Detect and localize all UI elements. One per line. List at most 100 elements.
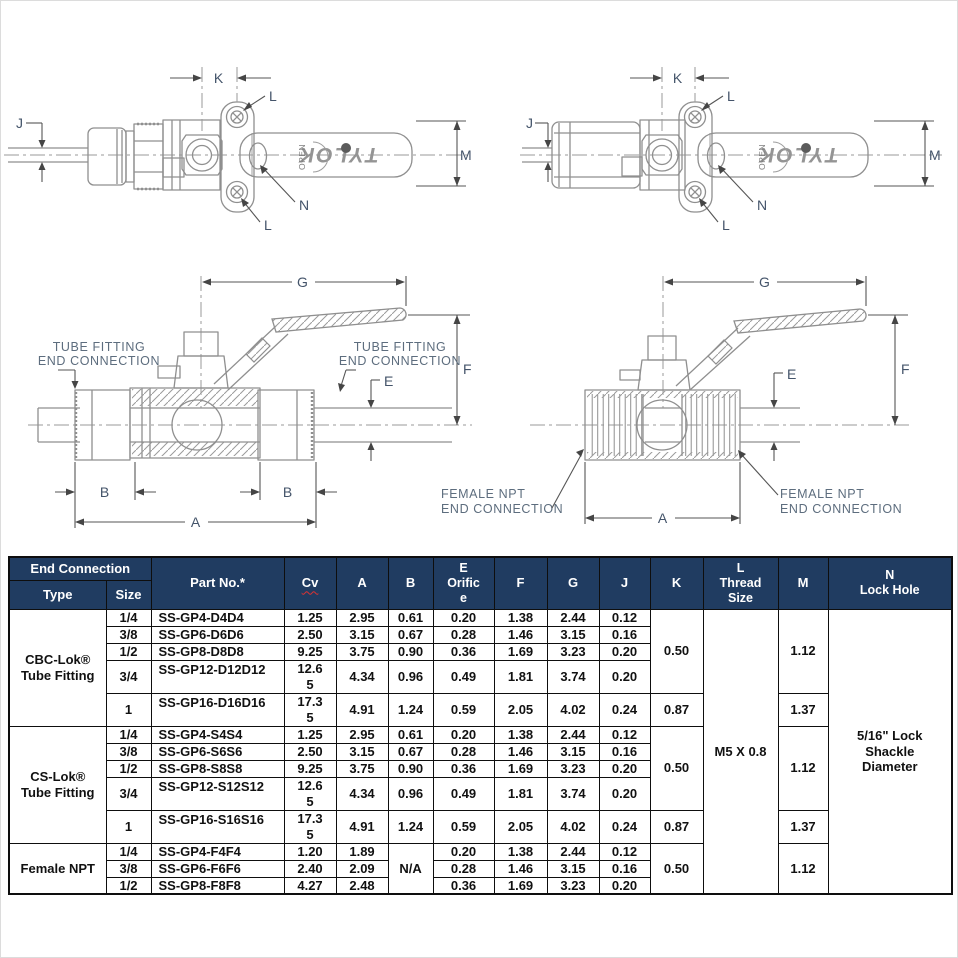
g-cell: 4.02 [546,809,600,844]
handle-top-view: TYLOK OPEN [239,132,413,178]
b-cell: 0.67 [387,625,434,644]
cv-cell: 1.25 [283,725,337,744]
part-cell: SS-GP12-D12D12 [150,659,285,694]
header-part-no: Part No.* [150,556,285,610]
k-cell: 0.50 [649,608,704,694]
f-cell: 1.46 [493,859,548,878]
table-row: 3/8 SS-GP6-S6S6 2.50 3.15 0.67 0.28 1.46… [9,742,952,761]
f-cell: 1.46 [493,742,548,761]
g-cell: 3.15 [546,859,600,878]
g-cell: 3.74 [546,776,600,811]
cv-cell: 2.40 [283,859,337,878]
e-cell: 0.59 [432,692,495,727]
part-cell: SS-GP16-D16D16 [150,692,285,727]
b-cell: 0.61 [387,725,434,744]
b-cell: 0.96 [387,776,434,811]
dimension-F: F [868,314,910,425]
f-cell: 1.38 [493,842,548,861]
a-cell: 4.34 [335,776,389,811]
part-cell: SS-GP6-S6S6 [150,742,285,761]
cv-cell: 17.3 5 [283,692,337,727]
brand-logo-dot [801,143,811,153]
part-cell: SS-GP6-D6D6 [150,625,285,644]
cv-cell: 2.50 [283,625,337,644]
m-cell: 1.37 [777,809,829,844]
dimension-L-top: L [701,88,735,111]
dim-label-k: K [214,70,224,86]
dimension-M: M [416,120,472,187]
dimension-L-bottom: L [241,198,272,233]
size-cell: 1/4 [105,608,152,627]
g-cell: 3.23 [546,759,600,778]
j-cell: 0.16 [598,859,651,878]
g-cell: 3.23 [546,876,600,895]
lock-hole [248,142,268,170]
dimension-A: A [75,514,316,530]
handle-grip [271,307,407,333]
m-cell: 1.12 [777,725,829,811]
dimension-G: G [202,274,407,306]
j-cell: 0.20 [598,776,651,811]
cv-cell: 12.6 5 [283,659,337,694]
valve-body-side-view [37,331,452,461]
a-cell: 3.75 [335,642,389,661]
f-cell: 1.46 [493,625,548,644]
g-cell: 3.74 [546,659,600,694]
a-cell: 2.95 [335,608,389,627]
j-cell: 0.12 [598,725,651,744]
table-row: 3/4 SS-GP12-S12S12 12.6 5 4.34 0.96 0.49… [9,776,952,811]
e-cell: 0.28 [432,859,495,878]
header-cv: Cv [283,556,337,610]
part-cell: SS-GP16-S16S16 [150,809,285,844]
f-cell: 1.38 [493,608,548,627]
j-cell: 0.12 [598,842,651,861]
b-cell: 0.90 [387,759,434,778]
header-g: G [546,556,600,610]
cv-cell: 1.25 [283,608,337,627]
dimension-L-bottom: L [699,198,730,233]
n-lock-cell: 5/16" Lock Shackle Diameter [827,608,953,895]
e-cell: 0.49 [432,659,495,694]
part-cell: SS-GP6-F6F6 [150,859,285,878]
g-cell: 2.44 [546,842,600,861]
b-cell: 1.24 [387,809,434,844]
side-view-tube-fitting-drawing: G F E B B A TUB [28,274,472,530]
j-cell: 0.16 [598,742,651,761]
table-row: CBC-Lok® Tube Fitting 1/4 SS-GP4-D4D4 1.… [8,608,953,895]
dim-label-g: G [297,274,309,290]
header-end-connection: End Connection [8,556,152,581]
dim-label-a: A [658,510,668,526]
svg-text:END CONNECTION: END CONNECTION [441,502,563,516]
header-m: M [777,556,829,610]
dimension-E: E [367,373,394,461]
header-f: F [493,556,548,610]
f-cell: 2.05 [493,692,548,727]
cv-cell: 2.50 [283,742,337,761]
caption-female-npt-right: FEMALE NPT END CONNECTION [738,450,902,516]
e-cell: 0.36 [432,642,495,661]
table-row: 3/4 SS-GP12-D12D12 12.6 5 4.34 0.96 0.49… [9,659,952,694]
brand-logo: TYLOK [297,143,378,166]
dim-label-e: E [384,373,394,389]
dimension-J: J [526,115,552,182]
e-cell: 0.20 [432,608,495,627]
table-row: 3/8 SS-GP6-D6D6 2.50 3.15 0.67 0.28 1.46… [9,625,952,644]
e-cell: 0.20 [432,725,495,744]
svg-text:TUBE FITTING: TUBE FITTING [53,340,146,354]
a-cell: 4.91 [335,809,389,844]
size-cell: 3/8 [105,625,152,644]
header-size: Size [105,579,152,610]
f-cell: 1.69 [493,759,548,778]
open-marking: OPEN [757,144,767,170]
part-cell: SS-GP4-D4D4 [150,608,285,627]
dimension-B-left: B [55,462,156,528]
header-k: K [649,556,704,610]
caption-tube-fitting-right: TUBE FITTING END CONNECTION [338,340,461,392]
dim-label-b: B [283,484,293,500]
dim-label-j: J [16,115,24,131]
part-cell: SS-GP8-S8S8 [150,759,285,778]
j-cell: 0.20 [598,759,651,778]
j-cell: 0.20 [598,642,651,661]
a-cell: 4.34 [335,659,389,694]
k-cell: 0.50 [649,842,704,895]
